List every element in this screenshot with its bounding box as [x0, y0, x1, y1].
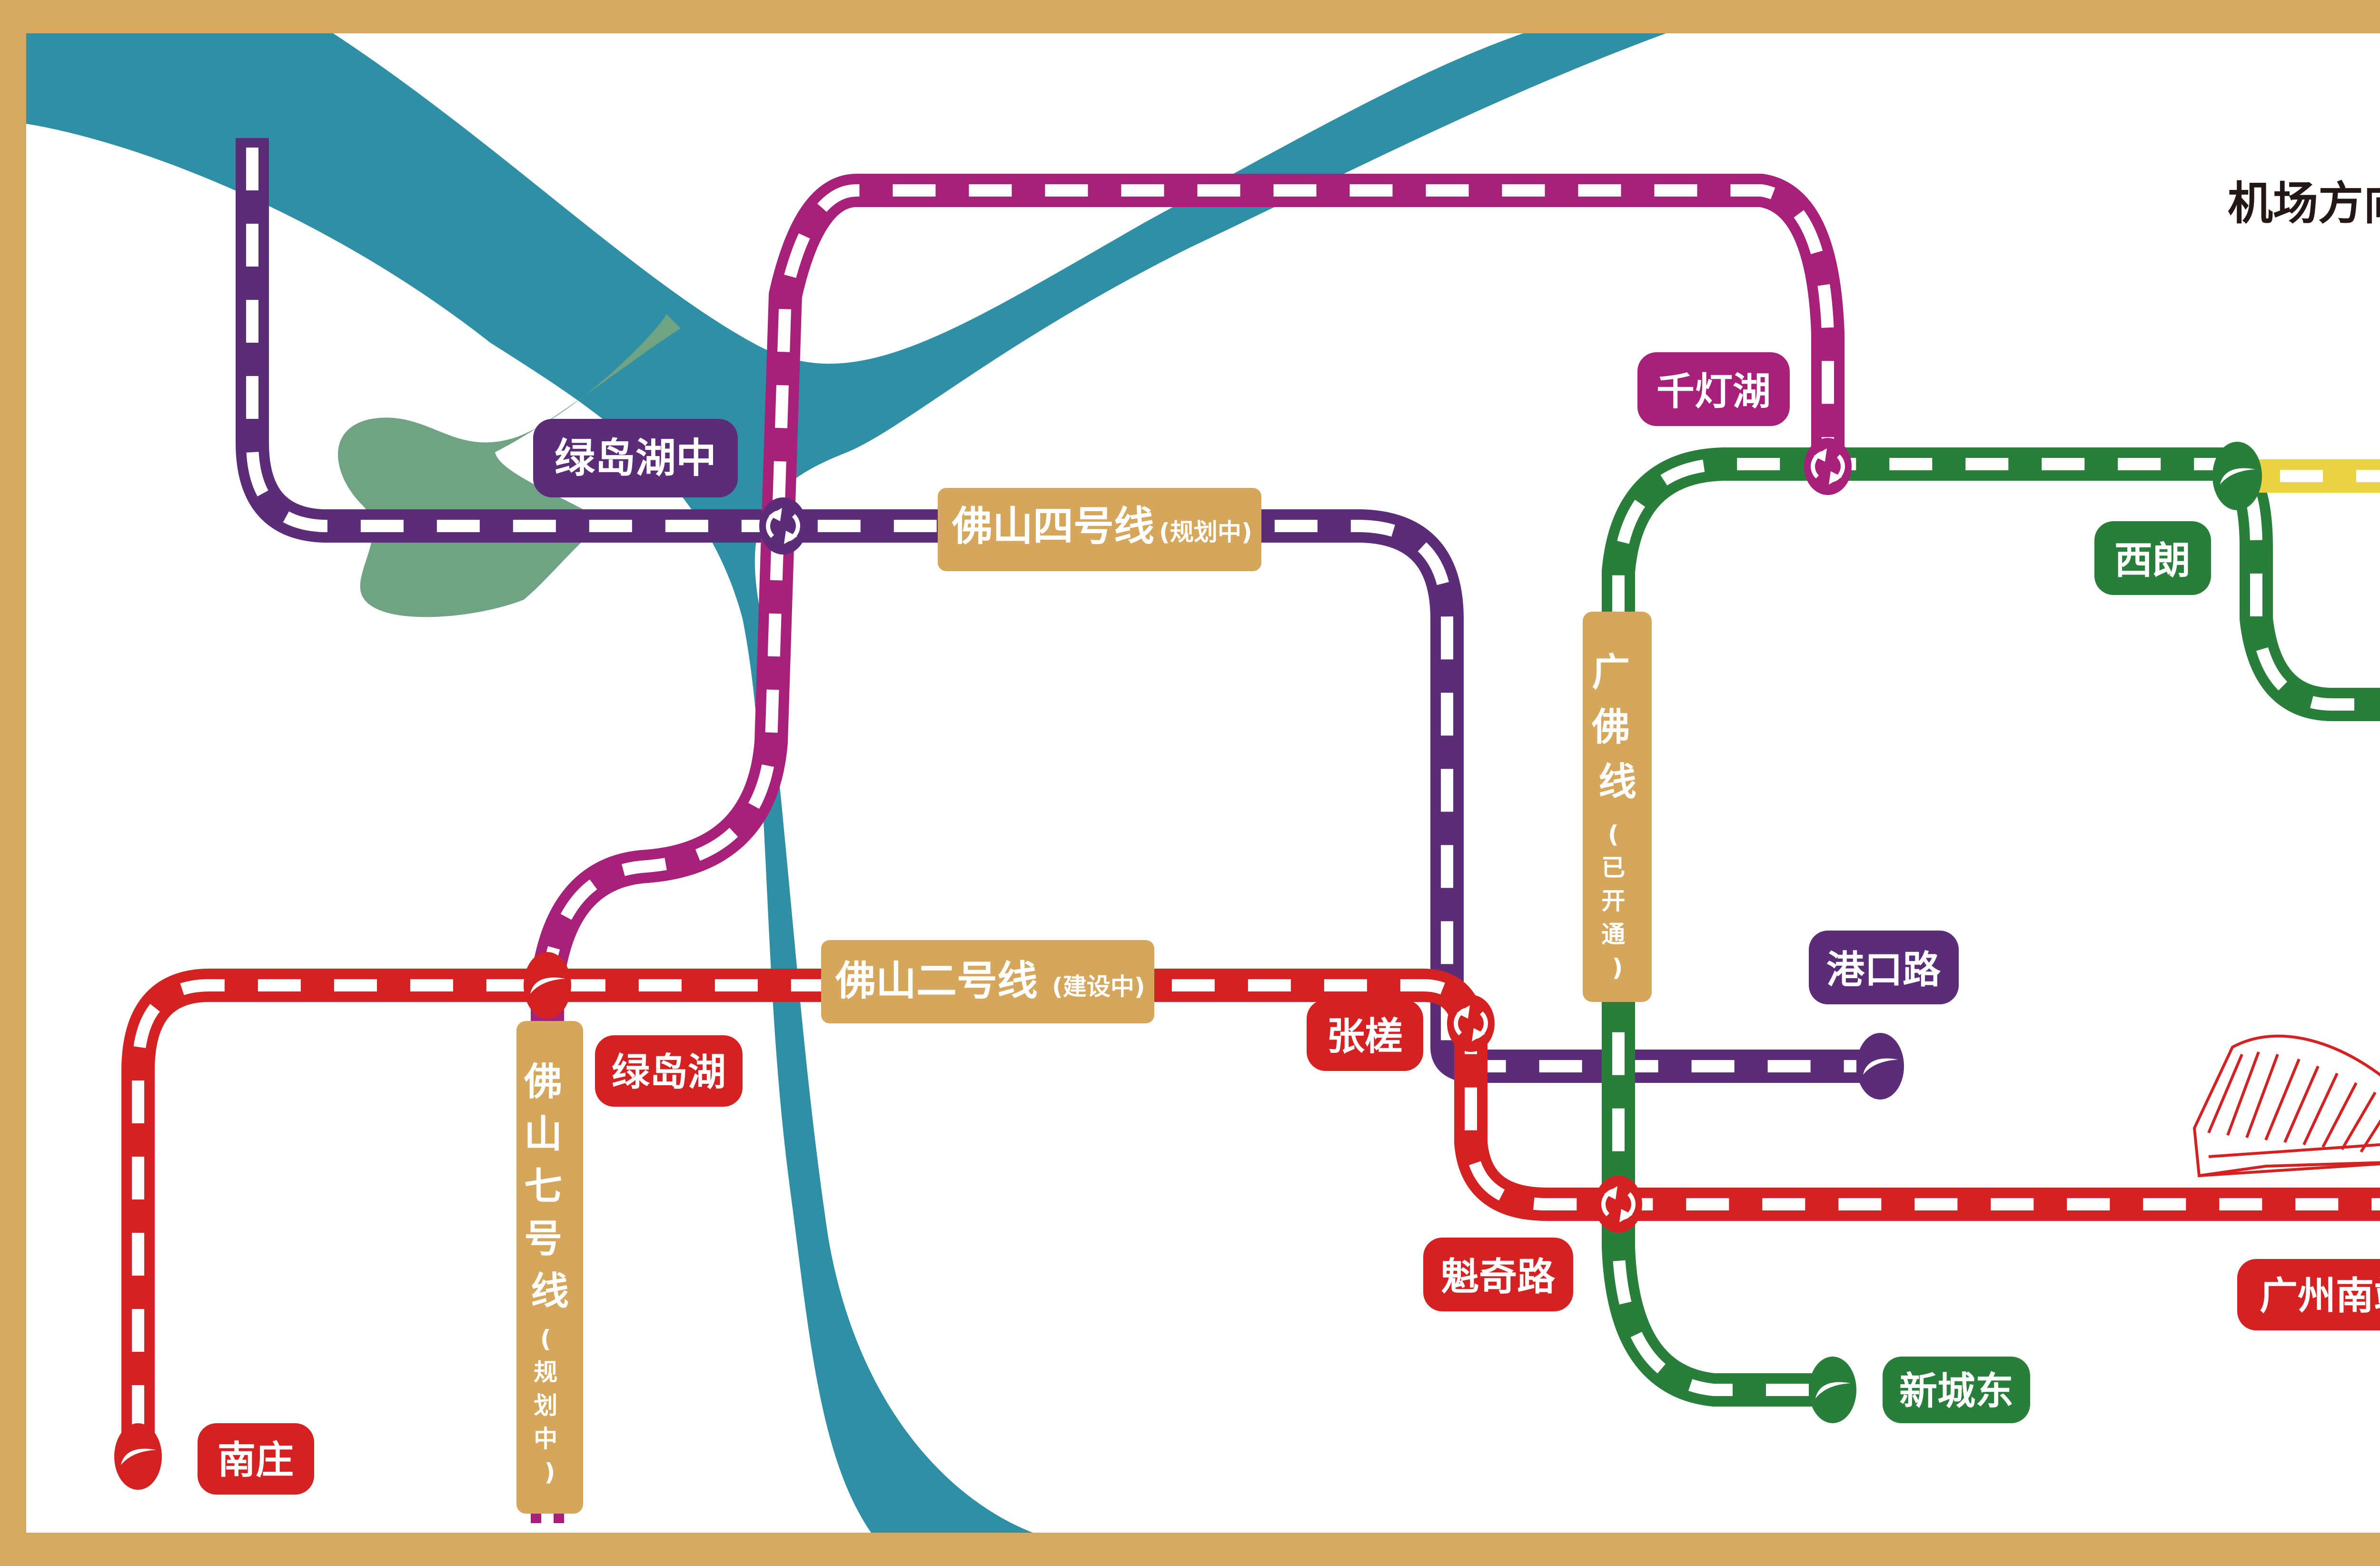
station-zhangcha-transfer-icon[interactable]	[1447, 995, 1495, 1052]
station-label-nanzhuang[interactable]: 南庄	[198, 1423, 314, 1495]
svg-text:佛 山 七 号: 佛 山 七 号 线	[524, 1060, 575, 1313]
line-label-guangfo: 广 佛 线 ( 已 开 通 )	[1583, 612, 1652, 1002]
svg-text:( 规 划 中: ( 规 划 中 )	[534, 1325, 565, 1486]
station-lvdaohu-icon[interactable]	[524, 952, 571, 1019]
svg-text:新城东: 新城东	[1899, 1369, 2013, 1413]
svg-text:佛山四号线: 佛山四号线	[952, 503, 1154, 550]
svg-text:广 佛 线: 广 佛 线	[1591, 650, 1643, 804]
foshan-line4-track	[236, 138, 1880, 1083]
direction-airport: 机场方向	[2228, 178, 2380, 230]
svg-text:佛山二号线: 佛山二号线	[835, 958, 1038, 1005]
line-label-foshan4: 佛山四号线 (规划中)	[938, 488, 1261, 571]
guangzhou-south-station-building-icon	[2192, 1034, 2380, 1178]
station-label-gangkoulu[interactable]: 港口路	[1809, 931, 1959, 1004]
foshan-line2-track	[121, 969, 2380, 1457]
station-label-qiandenghu[interactable]: 千灯湖	[1637, 352, 1790, 426]
station-qiandenghu-transfer-icon[interactable]	[1804, 438, 1852, 495]
svg-text:南庄: 南庄	[218, 1438, 294, 1482]
svg-text:西朗: 西朗	[2114, 538, 2191, 583]
station-nanzhuang-icon[interactable]	[114, 1423, 162, 1490]
svg-text:(建设中): (建设中)	[1052, 973, 1145, 1001]
svg-text:绿岛湖中: 绿岛湖中	[555, 435, 716, 482]
svg-text:绿岛湖: 绿岛湖	[612, 1050, 726, 1094]
station-label-lvdaohu[interactable]: 绿岛湖	[595, 1035, 743, 1107]
station-lvdaohuzhong-transfer-icon[interactable]	[759, 497, 807, 555]
svg-text:千灯湖: 千灯湖	[1656, 369, 1771, 414]
svg-text:(规划中): (规划中)	[1159, 518, 1252, 546]
guangfo-line-track	[1602, 447, 2380, 1407]
svg-text:广州南站: 广州南站	[2260, 1274, 2380, 1318]
station-gangkoulu-icon[interactable]	[1856, 1033, 1904, 1100]
station-xinchengdong-icon[interactable]	[1809, 1357, 1856, 1423]
station-kuiqilu-transfer-icon[interactable]	[1595, 1176, 1642, 1233]
svg-text:( 已 开 通: ( 已 开 通 )	[1601, 821, 1633, 981]
svg-text:魁奇路: 魁奇路	[1441, 1255, 1556, 1299]
svg-text:港口路: 港口路	[1826, 948, 1941, 992]
station-xilang-icon[interactable]	[2212, 442, 2262, 510]
svg-text:张槎: 张槎	[1327, 1014, 1403, 1059]
line-label-foshan7: 佛 山 七 号 线 ( 规 划 中 )	[516, 1021, 583, 1514]
station-label-xilang[interactable]: 西朗	[2094, 521, 2211, 595]
station-label-lvdaohuzhong[interactable]: 绿岛湖中	[533, 419, 738, 497]
station-label-guangzhounan[interactable]: 广州南站	[2237, 1259, 2380, 1330]
station-label-zhangcha[interactable]: 张槎	[1307, 1000, 1423, 1071]
station-label-kuiqilu[interactable]: 魁奇路	[1423, 1238, 1573, 1311]
foshan-magenta-line-track	[531, 174, 1844, 1523]
station-label-xinchengdong[interactable]: 新城东	[1883, 1357, 2030, 1423]
line-label-foshan2: 佛山二号线 (建设中)	[821, 940, 1154, 1023]
